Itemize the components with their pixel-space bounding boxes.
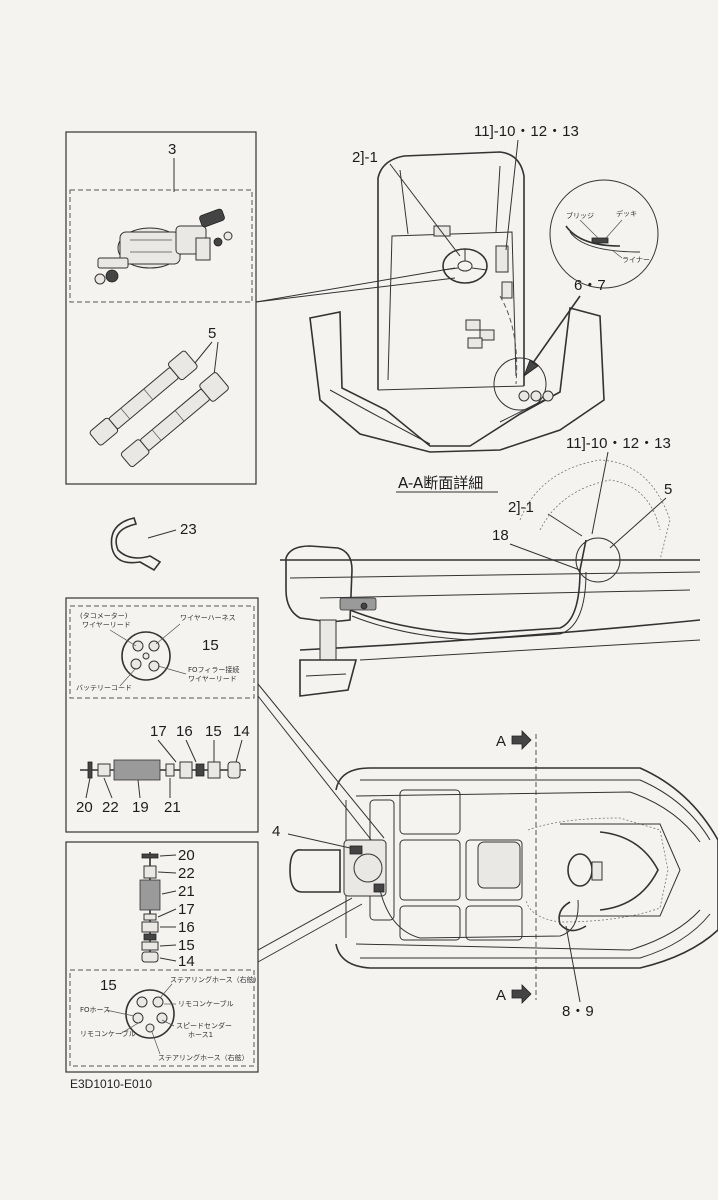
conn-a-tachometer: (タコメーター)	[80, 611, 128, 620]
conn-a-tach-lead: ワイヤーリード	[82, 621, 131, 629]
conn-b-callout-15: 15	[100, 977, 117, 994]
stack-14: 14	[178, 953, 195, 970]
boat-top-view: A A	[272, 730, 718, 1020]
conn-a-fo-lead: ワイヤーリード	[188, 675, 237, 683]
conn-b-speed-2: ホース1	[188, 1031, 213, 1039]
conn-a-callout-15: 15	[202, 637, 219, 654]
conn-a-fo: FOフィラー接続	[188, 665, 239, 674]
callout-11-top: 11]-10・12・13	[474, 123, 579, 140]
vertical-assembly-drawing	[139, 852, 161, 963]
steering-wheel-drawing	[442, 248, 488, 284]
conn-b-steer-left: ステアリングホース（右舷）	[158, 1053, 249, 1062]
stack-21: 21	[178, 883, 195, 900]
section-mark-a-bottom: A	[496, 987, 506, 1004]
callout-23: 23	[180, 521, 197, 538]
row-top-14: 14	[233, 723, 250, 740]
stack-20: 20	[178, 847, 195, 864]
inset-label-deck: デッキ	[616, 209, 637, 218]
diagram-code: E3D1010-E010	[70, 1077, 152, 1091]
outboard-motor-drawing	[285, 545, 377, 697]
boat-front-view: 2]-1 11]-10・12・13 ブリッジ デッキ ライナー 6・7	[309, 123, 659, 453]
section-title: A-A断面詳細	[398, 474, 483, 492]
row-bot-20: 20	[76, 799, 93, 816]
stern-engine-drawing	[289, 839, 387, 897]
stack-15: 15	[178, 937, 195, 954]
inset-label-bridge: ブリッジ	[566, 211, 594, 220]
conn-b-fo-hose: FOホース	[80, 1006, 110, 1014]
callout-11-mid: 11]-10・12・13	[566, 435, 671, 452]
row-top-15: 15	[205, 723, 222, 740]
callout-3: 3	[168, 141, 176, 158]
callout-4: 4	[272, 823, 280, 840]
inset-label-liner: ライナー	[622, 256, 650, 264]
hose-connector-box: 20 22 21 17 16 15 14 15 ステアリングホース（右舷） FO…	[65, 841, 363, 1073]
row-bot-22: 22	[102, 799, 119, 816]
conn-b-speed: スピードセンダー	[176, 1021, 232, 1030]
conn-b-steer-right: ステアリングホース（右舷）	[170, 975, 261, 984]
stack-17: 17	[178, 901, 195, 918]
deck-section-inset: ブリッジ デッキ ライナー 6・7	[523, 179, 659, 378]
section-mark-a-top: A	[496, 733, 506, 750]
callout-2-1-top: 2]-1	[352, 149, 378, 166]
steering-parts-box: 3 5	[65, 131, 456, 485]
right-arrow-icon	[511, 730, 532, 750]
callout-2-1-side: 2]-1	[508, 499, 534, 516]
stack-22: 22	[178, 865, 195, 882]
conn-b-remote-2: リモコンケーブル	[80, 1029, 136, 1038]
conn-a-battery: バッテリーコード	[76, 684, 132, 692]
row-bot-21: 21	[164, 799, 181, 816]
row-bot-19: 19	[132, 799, 149, 816]
row-top-16: 16	[176, 723, 193, 740]
hose-fittings-drawing	[89, 350, 229, 468]
row-top-17: 17	[150, 723, 167, 740]
callout-6-7: 6・7	[574, 277, 606, 294]
callout-5-side: 5	[664, 481, 672, 498]
callout-5: 5	[208, 325, 216, 342]
right-arrow-icon	[511, 984, 532, 1004]
callout-18: 18	[492, 527, 509, 544]
section-a-a-side-view: A-A断面詳細 11]-10・12・13 5 2]-1 18	[280, 435, 701, 697]
horizontal-assembly-drawing	[80, 759, 246, 781]
helm-pump-drawing	[94, 208, 233, 285]
conn-a-harness: ワイヤーハーネス	[180, 614, 236, 622]
conn-b-remote-1: リモコンケーブル	[178, 999, 234, 1008]
callout-8-9: 8・9	[562, 1003, 594, 1020]
stack-16: 16	[178, 919, 195, 936]
harness-connector-box: (タコメーター) ワイヤーリード ワイヤーハーネス 15 FOフィラー接続 ワイ…	[65, 597, 385, 847]
clamp-clip-drawing: 23	[110, 517, 197, 572]
